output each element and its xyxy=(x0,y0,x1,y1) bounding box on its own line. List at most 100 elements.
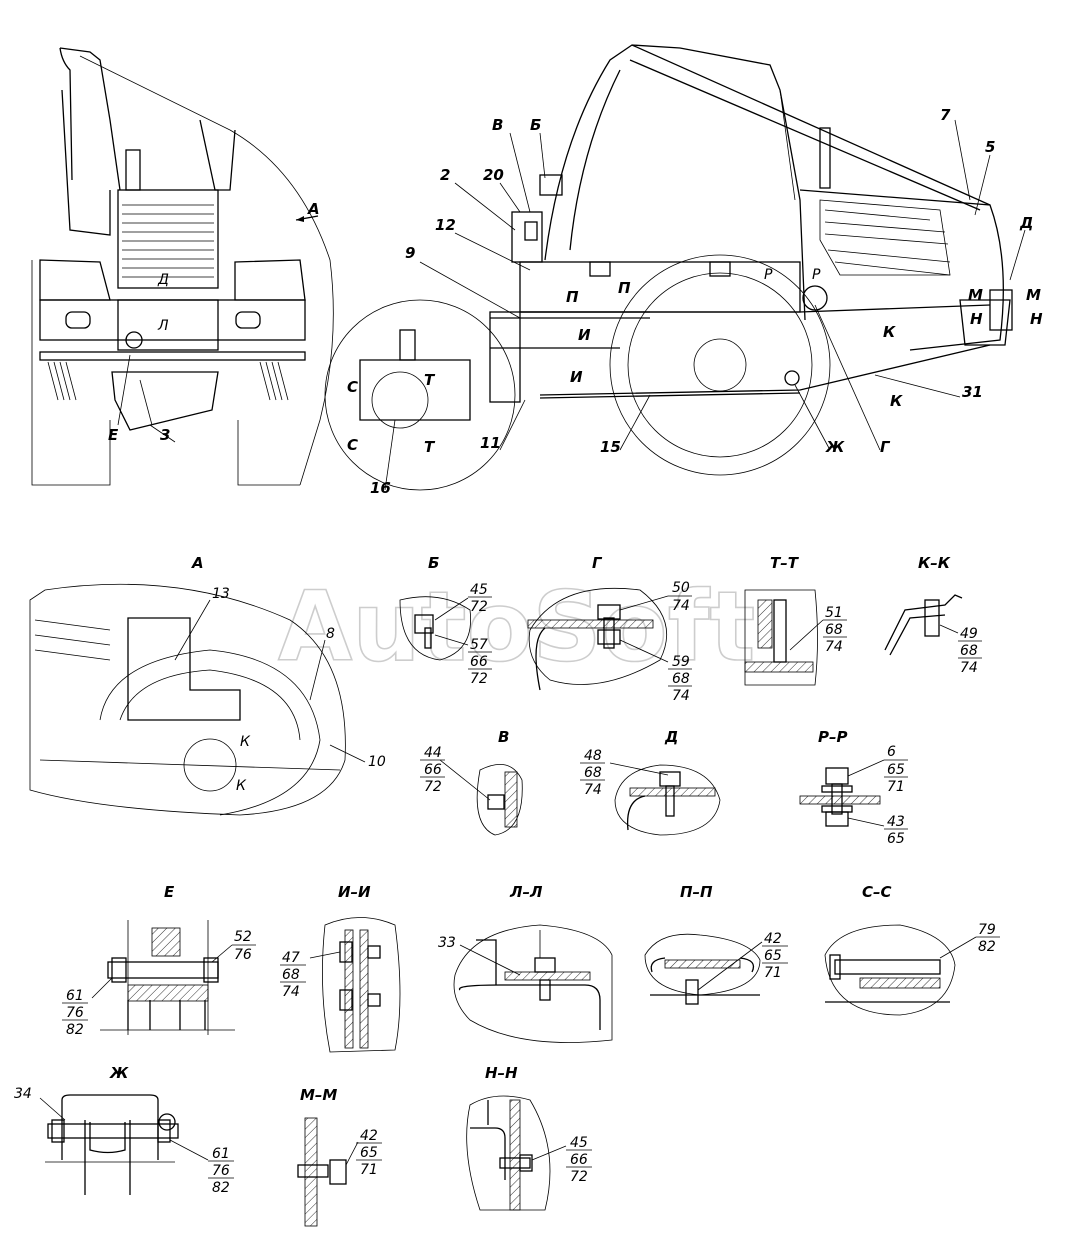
detail-mm-stack1-1: 65 xyxy=(360,1145,378,1161)
detail-tt: Т–Т 51 68 74 xyxy=(744,554,847,686)
label-9: 9 xyxy=(405,244,415,262)
detail-b-title: Б xyxy=(428,554,439,572)
detail-zh: Ж 34 61 76 82 xyxy=(14,1064,234,1196)
detail-kk-stack1-0: 49 xyxy=(960,626,978,642)
label-c-1: С xyxy=(347,378,358,396)
label-5: 5 xyxy=(985,138,995,156)
detail-kk-stack1-1: 68 xyxy=(960,643,978,659)
label-zh: Ж xyxy=(825,438,845,456)
detail-d-stack1-0: 48 xyxy=(584,748,602,764)
label-d-side: Д xyxy=(1019,214,1033,232)
label-i-2: И xyxy=(570,368,583,386)
detail-rr-stack1-2: 71 xyxy=(887,779,905,795)
detail-b-stack1-1: 72 xyxy=(470,599,488,615)
label-11: 11 xyxy=(480,434,501,452)
detail-ii-stack1-1: 68 xyxy=(282,967,300,983)
detail-mm-title: М–М xyxy=(300,1086,337,1104)
detail-pp: П–П 42 65 71 xyxy=(644,883,788,1005)
detail-a-part-8: 8 xyxy=(326,626,335,642)
detail-mm: М–М 42 65 71 xyxy=(297,1086,382,1227)
detail-ii-stack1-0: 47 xyxy=(282,950,300,966)
detail-rr-stack2-0: 43 xyxy=(887,814,905,830)
detail-v-stack1-2: 72 xyxy=(424,779,442,795)
label-p-1: П xyxy=(566,288,579,306)
label-n-2: Н xyxy=(1030,310,1043,328)
label-m-2: М xyxy=(1026,286,1041,304)
detail-cc: С–С 79 82 xyxy=(824,883,1000,1016)
detail-b-stack2-1: 66 xyxy=(470,654,488,670)
detail-pp-title: П–П xyxy=(680,883,713,901)
detail-a-title: А xyxy=(191,554,204,572)
front-view: А Е 3 Д Л xyxy=(31,47,334,486)
detail-rr-stack1-1: 65 xyxy=(887,762,905,778)
detail-e-stack1-1: 76 xyxy=(234,947,252,963)
detail-b-stack2-2: 72 xyxy=(470,671,488,687)
detail-e-title: Е xyxy=(164,883,175,901)
detail-g: Г 50 74 59 68 74 xyxy=(527,554,692,704)
detail-ii-stack1-2: 74 xyxy=(282,984,300,1000)
detail-nn: Н–Н 45 66 72 xyxy=(466,1064,592,1211)
view-a-marker: А xyxy=(307,200,320,218)
detail-kk-title: К–К xyxy=(918,554,951,572)
detail-g-stack1-1: 74 xyxy=(672,598,690,614)
label-20: 20 xyxy=(483,166,504,184)
detail-tt-title: Т–Т xyxy=(770,554,800,572)
detail-ii-title: И–И xyxy=(338,883,371,901)
detail-pp-stack1-2: 71 xyxy=(764,965,782,981)
detail-e-stack1-0: 52 xyxy=(234,929,252,945)
detail-rr-stack2-1: 65 xyxy=(887,831,905,847)
label-k-1: К xyxy=(883,323,896,341)
detail-v-stack1-1: 66 xyxy=(424,762,442,778)
detail-nn-stack1-2: 72 xyxy=(570,1169,588,1185)
detail-pp-stack1-1: 65 xyxy=(764,948,782,964)
detail-g-stack2-0: 59 xyxy=(672,654,690,670)
detail-d-stack1-1: 68 xyxy=(584,765,602,781)
detail-g-stack2-2: 74 xyxy=(672,688,690,704)
label-d-front: Д xyxy=(157,272,169,288)
label-31: 31 xyxy=(962,383,983,401)
label-c-2: С xyxy=(347,436,358,454)
detail-e: Е 52 76 61 76 82 xyxy=(62,883,256,1038)
label-g: Г xyxy=(880,438,891,456)
label-r-1: Р xyxy=(764,267,773,283)
detail-zh-stack1-1: 76 xyxy=(212,1163,230,1179)
label-t-1: Т xyxy=(424,371,436,389)
detail-g-stack2-1: 68 xyxy=(672,671,690,687)
label-b: Б xyxy=(530,116,541,134)
detail-tt-stack1-2: 74 xyxy=(825,639,843,655)
detail-ll: Л–Л 33 xyxy=(438,883,613,1043)
label-12: 12 xyxy=(435,216,456,234)
detail-a-part-10: 10 xyxy=(368,754,386,770)
detail-ll-title: Л–Л xyxy=(509,883,543,901)
detail-kk: К–К 49 68 74 xyxy=(884,554,982,676)
detail-ll-part-33: 33 xyxy=(438,935,456,951)
detail-e-stack2-0: 61 xyxy=(66,988,84,1004)
detail-pp-stack1-0: 42 xyxy=(764,931,782,947)
detail-zh-stack1-0: 61 xyxy=(212,1146,230,1162)
label-r-2: Р xyxy=(812,267,821,283)
detail-e-stack2-2: 82 xyxy=(66,1022,84,1038)
label-n-1: Н xyxy=(970,310,983,328)
detail-d: Д 48 68 74 xyxy=(580,728,721,836)
label-m-1: М xyxy=(968,286,983,304)
detail-nn-title: Н–Н xyxy=(485,1064,518,1082)
detail-ii: И–И 47 68 74 xyxy=(280,883,401,1053)
detail-g-title: Г xyxy=(592,554,603,572)
detail-zh-part-34: 34 xyxy=(14,1086,32,1102)
detail-e-stack2-1: 76 xyxy=(66,1005,84,1021)
detail-g-stack1-0: 50 xyxy=(672,580,690,596)
detail-cc-title: С–С xyxy=(862,883,892,901)
detail-cc-stack1-1: 82 xyxy=(978,939,996,955)
detail-v-stack1-0: 44 xyxy=(424,745,442,761)
detail-rr: Р–Р 6 65 71 43 65 xyxy=(799,728,908,847)
label-l-front: Л xyxy=(157,318,169,334)
detail-zh-title: Ж xyxy=(109,1064,129,1082)
detail-a-part-13: 13 xyxy=(212,586,230,602)
label-v: В xyxy=(492,116,503,134)
detail-zh-stack1-2: 82 xyxy=(212,1180,230,1196)
label-e: Е xyxy=(108,426,119,444)
label-15: 15 xyxy=(600,438,621,456)
detail-v: В 44 66 72 xyxy=(420,728,523,836)
detail-nn-stack1-1: 66 xyxy=(570,1152,588,1168)
